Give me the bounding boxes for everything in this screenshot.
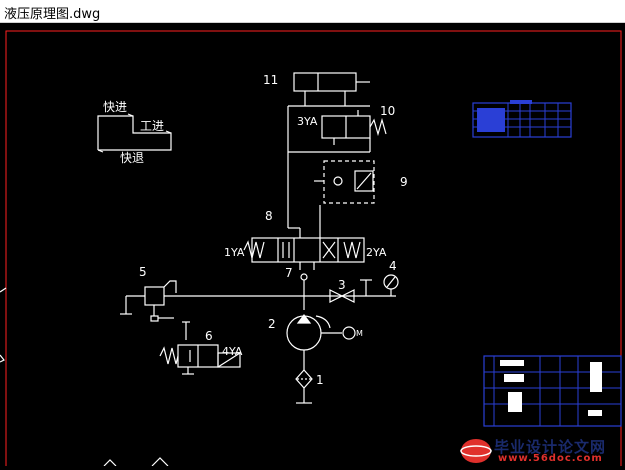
label-7: 7 <box>285 266 293 280</box>
label-2ya: 2YA <box>366 246 387 259</box>
directional-valve-3pos <box>243 205 365 270</box>
speed-control-valve <box>314 160 375 204</box>
label-8: 8 <box>265 209 273 223</box>
label-1: 1 <box>316 373 324 387</box>
solenoid-valve-4ya <box>159 344 241 375</box>
label-2: 2 <box>268 317 276 331</box>
motion-label-fast-forward: 快进 <box>103 100 127 114</box>
label-9: 9 <box>400 175 408 189</box>
hydraulic-cylinder <box>293 72 370 106</box>
label-3: 3 <box>338 278 346 292</box>
globe-logo-icon <box>460 439 492 463</box>
oil-filter <box>295 369 313 404</box>
label-4: 4 <box>389 259 397 273</box>
label-11: 11 <box>263 73 278 87</box>
solenoid-valve-3ya <box>287 105 387 228</box>
label-3ya: 3YA <box>297 115 318 128</box>
edge-marks <box>0 287 169 467</box>
hydraulic-schematic: 快进 工进 快退 11 3YA 10 9 <box>0 30 622 470</box>
relief-valve <box>120 280 190 340</box>
motion-label-work-feed: 工进 <box>140 119 164 133</box>
label-1ya: 1YA <box>224 246 245 259</box>
label-5: 5 <box>139 265 147 279</box>
parts-table <box>472 100 572 138</box>
motion-label-fast-return: 快退 <box>120 151 144 165</box>
watermark-url: www.56doc.com <box>498 453 603 464</box>
watermark: 毕业设计论文网 www.56doc.com <box>458 434 625 466</box>
pressure-gauge <box>383 274 399 296</box>
title-block <box>483 355 622 427</box>
watermark-title: 毕业设计论文网 <box>494 438 607 456</box>
motion-cycle-diagram <box>97 113 172 153</box>
throttle-valve <box>329 279 372 303</box>
label-6: 6 <box>205 329 213 343</box>
label-10: 10 <box>380 104 395 118</box>
label-4ya: 4YA <box>222 345 243 358</box>
title-bar: 液压原理图.dwg <box>0 0 625 23</box>
drawing-canvas[interactable]: 快进 工进 快退 11 3YA 10 9 <box>0 23 625 470</box>
hydraulic-pump <box>286 314 356 370</box>
drawing-frame <box>5 30 622 470</box>
window-title: 液压原理图.dwg <box>4 7 101 22</box>
main-pressure-line <box>164 273 396 310</box>
label-motor: M <box>356 329 363 338</box>
